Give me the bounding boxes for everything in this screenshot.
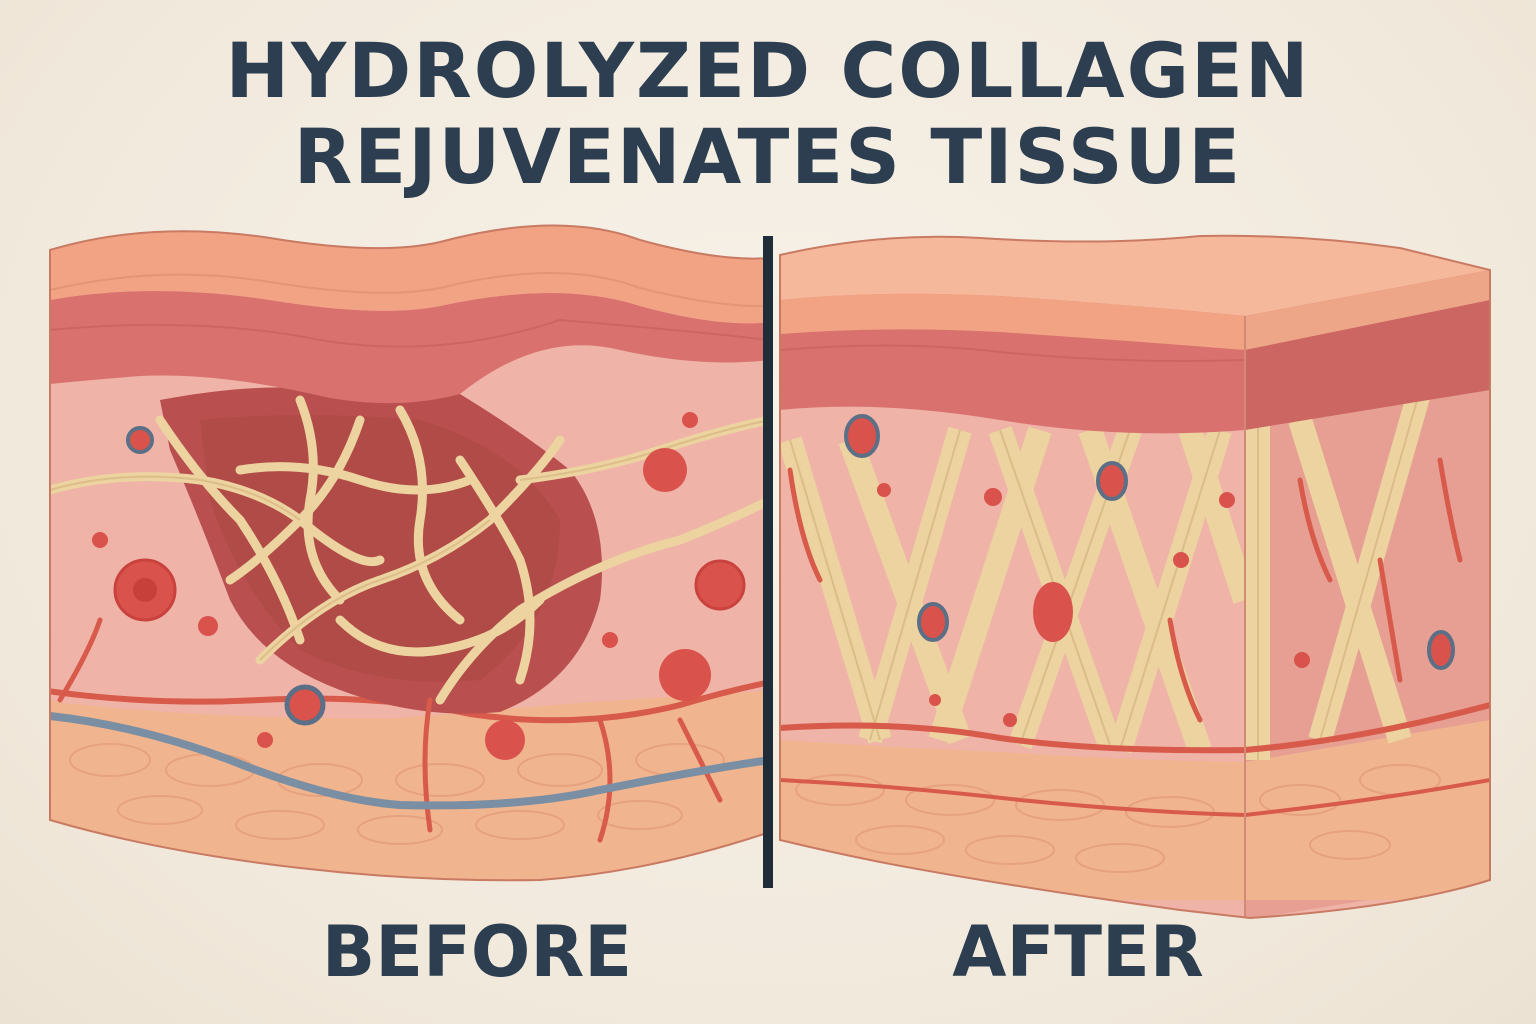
before-after-divider [763,236,773,888]
title-line-2: REJUVENATES TISSUE [293,112,1243,201]
before-vein [50,712,770,810]
before-fat-layer [50,690,770,881]
before-label: BEFORE [321,911,633,993]
after-skin-block [779,234,1491,920]
before-epidermis [50,225,770,324]
before-cells [92,412,746,760]
after-label: AFTER [952,911,1204,993]
after-epidermis [780,235,1490,316]
page-title: HYDROLYZED COLLAGEN REJUVENATES TISSUE [0,28,1536,200]
after-collagen-fibers [780,386,1432,760]
before-skin-block [49,224,771,882]
title-line-1: HYDROLYZED COLLAGEN [225,26,1311,115]
after-cells [844,414,1455,727]
